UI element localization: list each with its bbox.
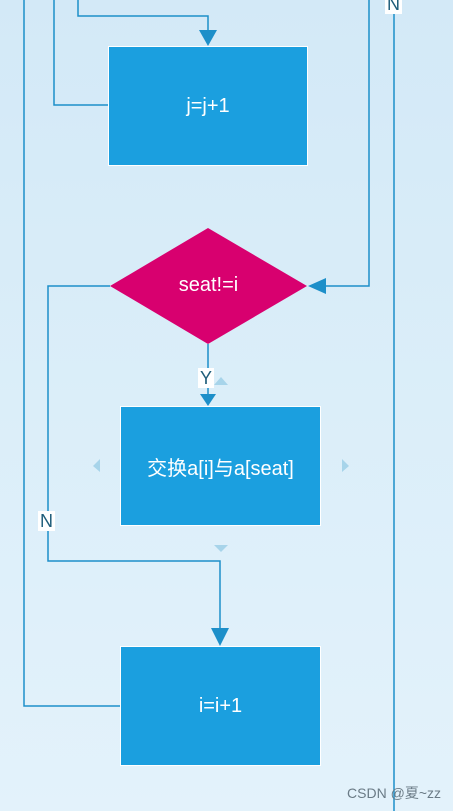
j-increment-label: j=j+1 — [186, 94, 230, 117]
arrowhead — [200, 394, 216, 406]
handle-left-icon[interactable] — [93, 459, 100, 472]
arrowhead — [308, 278, 326, 294]
connector-into-j-increment — [77, 0, 209, 44]
handle-down-icon[interactable] — [214, 545, 228, 552]
arrowhead — [199, 30, 217, 46]
watermark: CSDN @夏~zz — [347, 785, 441, 801]
connector-i-loop-back — [23, 0, 121, 707]
i-increment-box[interactable]: i=i+1 — [120, 646, 321, 766]
handle-up-icon[interactable] — [214, 377, 228, 385]
edge-label-yes: Y — [198, 368, 215, 388]
handle-right-icon[interactable] — [342, 459, 349, 472]
edge-label-top-right-no: N — [385, 0, 402, 14]
connector-no-branch — [47, 285, 221, 644]
connector-outer-no-branch — [310, 0, 370, 287]
j-increment-box[interactable]: j=j+1 — [108, 46, 308, 166]
swap-label: 交换a[i]与a[seat] — [147, 457, 294, 480]
edge-label-left-no: N — [38, 511, 55, 531]
connector-j-loop-back — [53, 0, 108, 106]
i-increment-label: i=i+1 — [198, 694, 243, 717]
swap-box[interactable]: 交换a[i]与a[seat] — [120, 406, 321, 526]
decision-label: seat!=i — [178, 273, 239, 296]
arrowhead — [211, 628, 229, 646]
decision-diamond — [110, 228, 307, 344]
